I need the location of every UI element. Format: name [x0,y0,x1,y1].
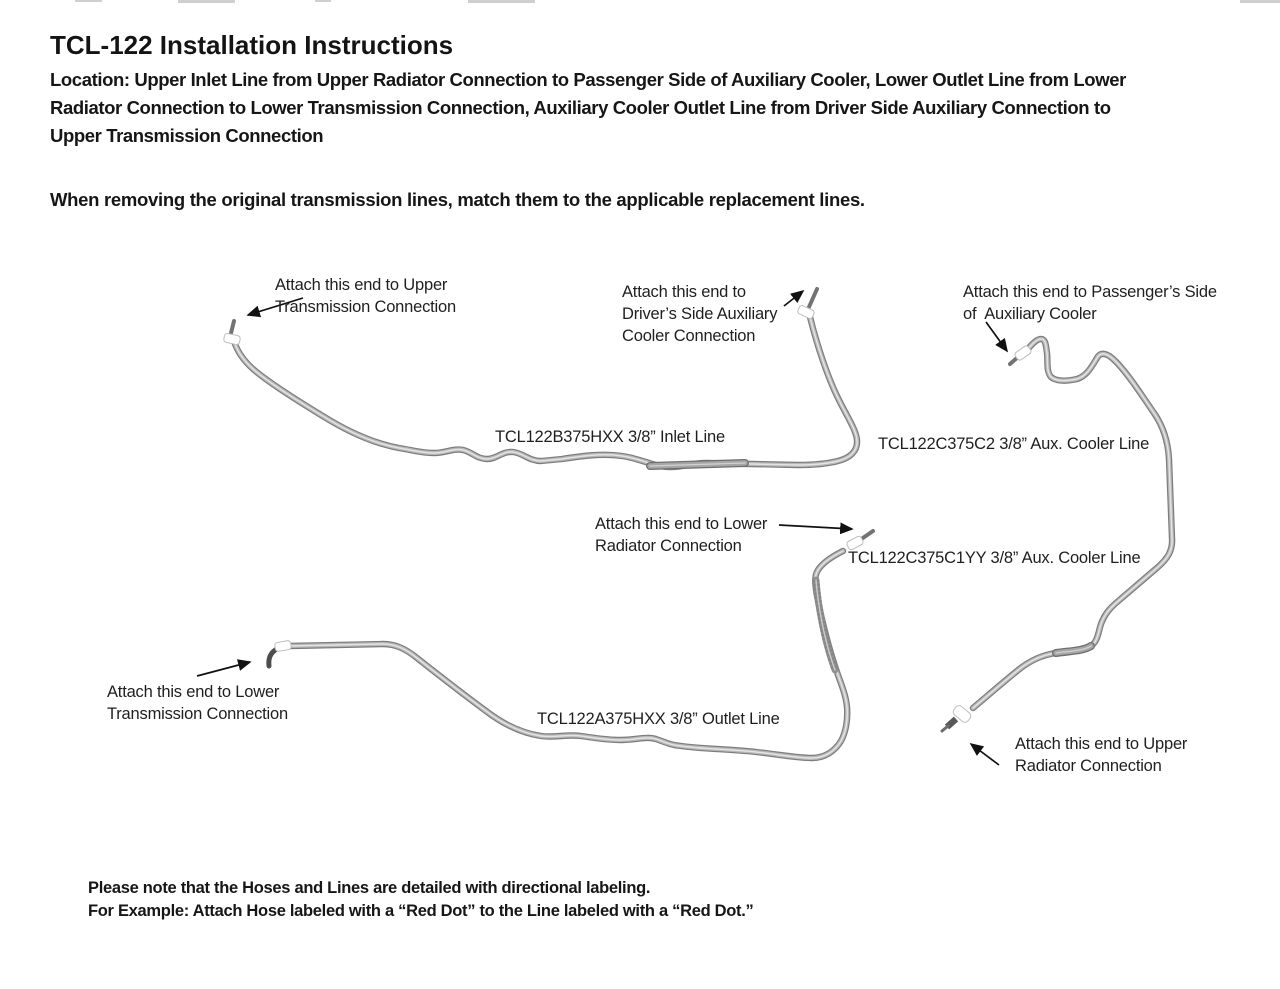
aux-cooler-line-sleeve [1056,646,1091,653]
scan-artifact [75,0,102,2]
drivers-side-aux-fitting [797,287,819,319]
scan-artifact [468,0,535,3]
passenger-side-aux-fitting [1008,345,1032,366]
upper-radiator-fitting [940,705,972,733]
scan-artifact [1240,0,1280,3]
page-title: TCL-122 Installation Instructions [50,30,454,60]
lower-radiator-fitting [846,529,875,551]
callout-passenger-side-aux: Attach this end to Passenger’s Side of A… [963,283,1217,323]
callout-upper-radiator: Attach this end to Upper Radiator Connec… [1015,735,1188,775]
lower-transmission-fitting [266,640,292,669]
callout-lower-transmission: Attach this end to Lower Transmission Co… [107,683,288,723]
drivers-side-arrow-icon [783,289,805,307]
part-label-outlet-line: TCL122A375HXX 3/8” Outlet Line [537,710,780,728]
lower-transmission-arrow-icon [196,659,252,677]
part-label-aux-cooler-c2: TCL122C375C2 3/8” Aux. Cooler Line [878,435,1150,453]
outlet-line-braided-hose [816,580,835,670]
inlet-line-sleeve [650,463,745,466]
scan-artifact [178,0,235,3]
callout-upper-transmission: Attach this end to Upper Transmission Co… [275,276,456,316]
upper-transmission-fitting [223,319,241,346]
lower-radiator-arrow-icon [778,522,854,535]
passenger-side-arrow-icon [985,321,1008,353]
instruction-line: When removing the original transmission … [50,189,865,210]
scan-artifact [315,0,331,2]
part-label-inlet-line: TCL122B375HXX 3/8” Inlet Line [495,428,725,446]
location-paragraph: Location: Upper Inlet Line from Upper Ra… [50,69,1126,146]
fittings [223,287,1032,733]
callout-lower-radiator: Attach this end to Lower Radiator Connec… [595,515,768,555]
part-label-aux-cooler-c1yy: TCL122C375C1YY 3/8” Aux. Cooler Line [848,549,1141,567]
callout-drivers-side-aux: Attach this end to Driver’s Side Auxilia… [622,283,778,345]
directional-labeling-note: Please note that the Hoses and Lines are… [88,879,754,920]
upper-radiator-arrow-icon [969,742,1000,766]
aux-cooler-line-c2-tube [973,339,1172,708]
